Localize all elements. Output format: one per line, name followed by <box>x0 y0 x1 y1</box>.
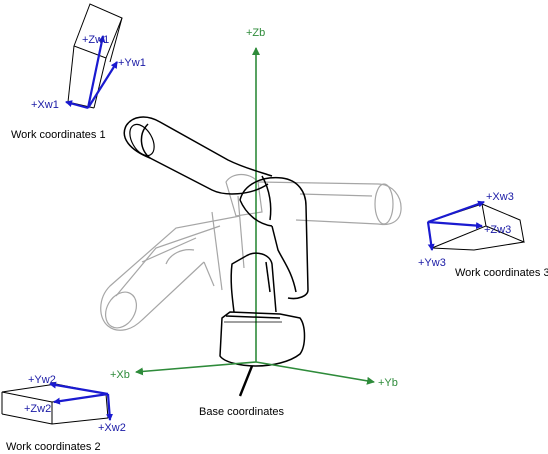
work3-z-axis <box>427 220 483 230</box>
robot-ghost-pose <box>100 173 402 331</box>
work-coordinates-3: +Xw3 +Zw3 +Yw3 Work coordinates 3 <box>418 191 548 279</box>
work3-x-label: +Xw3 <box>486 191 514 203</box>
base-x-label: +Xb <box>110 369 130 381</box>
work3-y-axis <box>426 221 435 251</box>
work1-y-label: +Yw1 <box>118 57 146 69</box>
work3-x-axis <box>427 200 485 224</box>
work2-z-label: +Zw2 <box>24 403 51 415</box>
work1-z-axis <box>86 35 106 109</box>
work2-y-label: +Yw2 <box>28 374 56 386</box>
work1-x-axis <box>65 100 89 110</box>
work1-x-label: +Xw1 <box>31 99 59 111</box>
work-coordinates-1: +Zw1 +Yw1 +Xw1 Work coordinates 1 <box>11 3 146 141</box>
work3-y-label: +Yw3 <box>418 257 446 269</box>
base-x-axis <box>135 361 257 376</box>
base-y-label: +Yb <box>378 377 398 389</box>
work3-z-label: +Zw3 <box>484 224 511 236</box>
work2-x-axis <box>106 393 114 421</box>
work2-x-label: +Xw2 <box>98 422 126 434</box>
robot-main-pose <box>123 116 309 367</box>
base-z-label: +Zb <box>246 27 265 39</box>
work2-z-axis <box>53 392 109 405</box>
work1-z-label: +Zw1 <box>82 34 109 46</box>
base-y-axis <box>255 361 375 385</box>
work1-y-axis <box>87 61 118 109</box>
work2-y-axis <box>49 381 109 396</box>
work2-caption: Work coordinates 2 <box>6 441 101 453</box>
work2-block <box>1 383 109 425</box>
base-coordinates-caption: Base coordinates <box>199 406 284 418</box>
work3-caption: Work coordinates 3 <box>455 267 548 279</box>
work1-block <box>67 3 123 109</box>
base-coordinates-pointer <box>238 365 254 397</box>
work-coordinates-2: +Yw2 +Zw2 +Xw2 Work coordinates 2 <box>1 374 126 453</box>
work1-caption: Work coordinates 1 <box>11 129 106 141</box>
